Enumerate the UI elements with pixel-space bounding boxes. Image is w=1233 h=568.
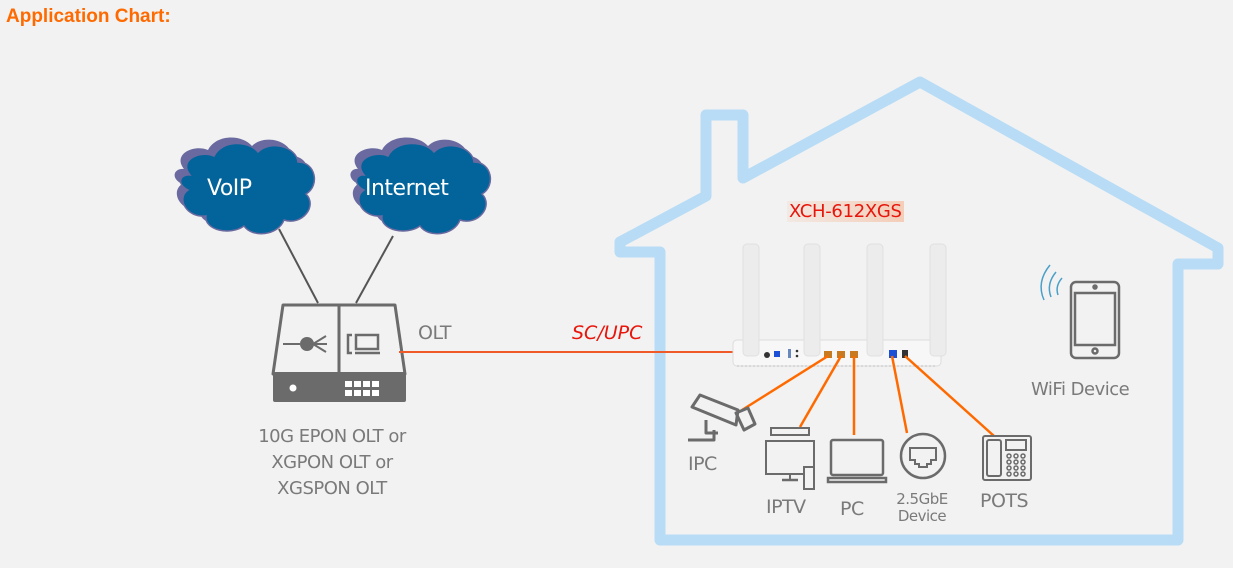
olt-device-icon <box>271 303 407 402</box>
tablet-icon <box>1069 280 1121 360</box>
iptv-label: IPTV <box>766 496 806 518</box>
olt-description-line: XGPON OLT or <box>271 452 393 473</box>
olt-description-line: XGSPON OLT <box>277 478 387 499</box>
tv-icon <box>765 427 815 490</box>
iptv-link <box>798 355 843 428</box>
internet-cloud-icon <box>350 137 492 235</box>
ipc-label: IPC <box>688 453 717 475</box>
lan-links <box>741 354 995 437</box>
page-title: Application Chart: <box>6 6 171 27</box>
olt-label: OLT <box>418 322 452 344</box>
connector-label: SC/UPC <box>572 322 643 344</box>
olt-description-line: 10G EPON OLT or <box>258 426 406 447</box>
internet-label: Internet <box>365 176 449 201</box>
router-icon <box>732 243 947 367</box>
wifi-signal-icon <box>1040 264 1063 301</box>
phone-icon <box>982 435 1032 481</box>
voip-cloud-icon <box>174 137 316 235</box>
2.5gbe-label-line: 2.5GbE <box>896 490 948 508</box>
wifi-device-label: WiFi Device <box>1031 379 1130 400</box>
pots-label: POTS <box>980 490 1029 512</box>
internet-link <box>355 235 394 304</box>
house-outline-stroke <box>614 76 1224 546</box>
pots-link <box>904 355 995 437</box>
2.5gbe-label: 2.5GbE Device <box>892 491 952 525</box>
voip-link <box>278 228 319 304</box>
voip-label: VoIP <box>207 176 252 201</box>
ethernet-port-icon <box>899 432 947 480</box>
laptop-icon <box>826 438 888 484</box>
2.5gbe-label-line: Device <box>897 507 947 525</box>
olt-description: 10G EPON OLT or XGPON OLT or XGSPON OLT <box>232 424 432 502</box>
ont-model-label: XCH-612XGS <box>787 201 904 222</box>
2.5gbe-link <box>890 355 909 434</box>
camera-icon <box>688 393 757 442</box>
ipc-link <box>741 354 829 412</box>
pc-label: PC <box>840 498 864 520</box>
